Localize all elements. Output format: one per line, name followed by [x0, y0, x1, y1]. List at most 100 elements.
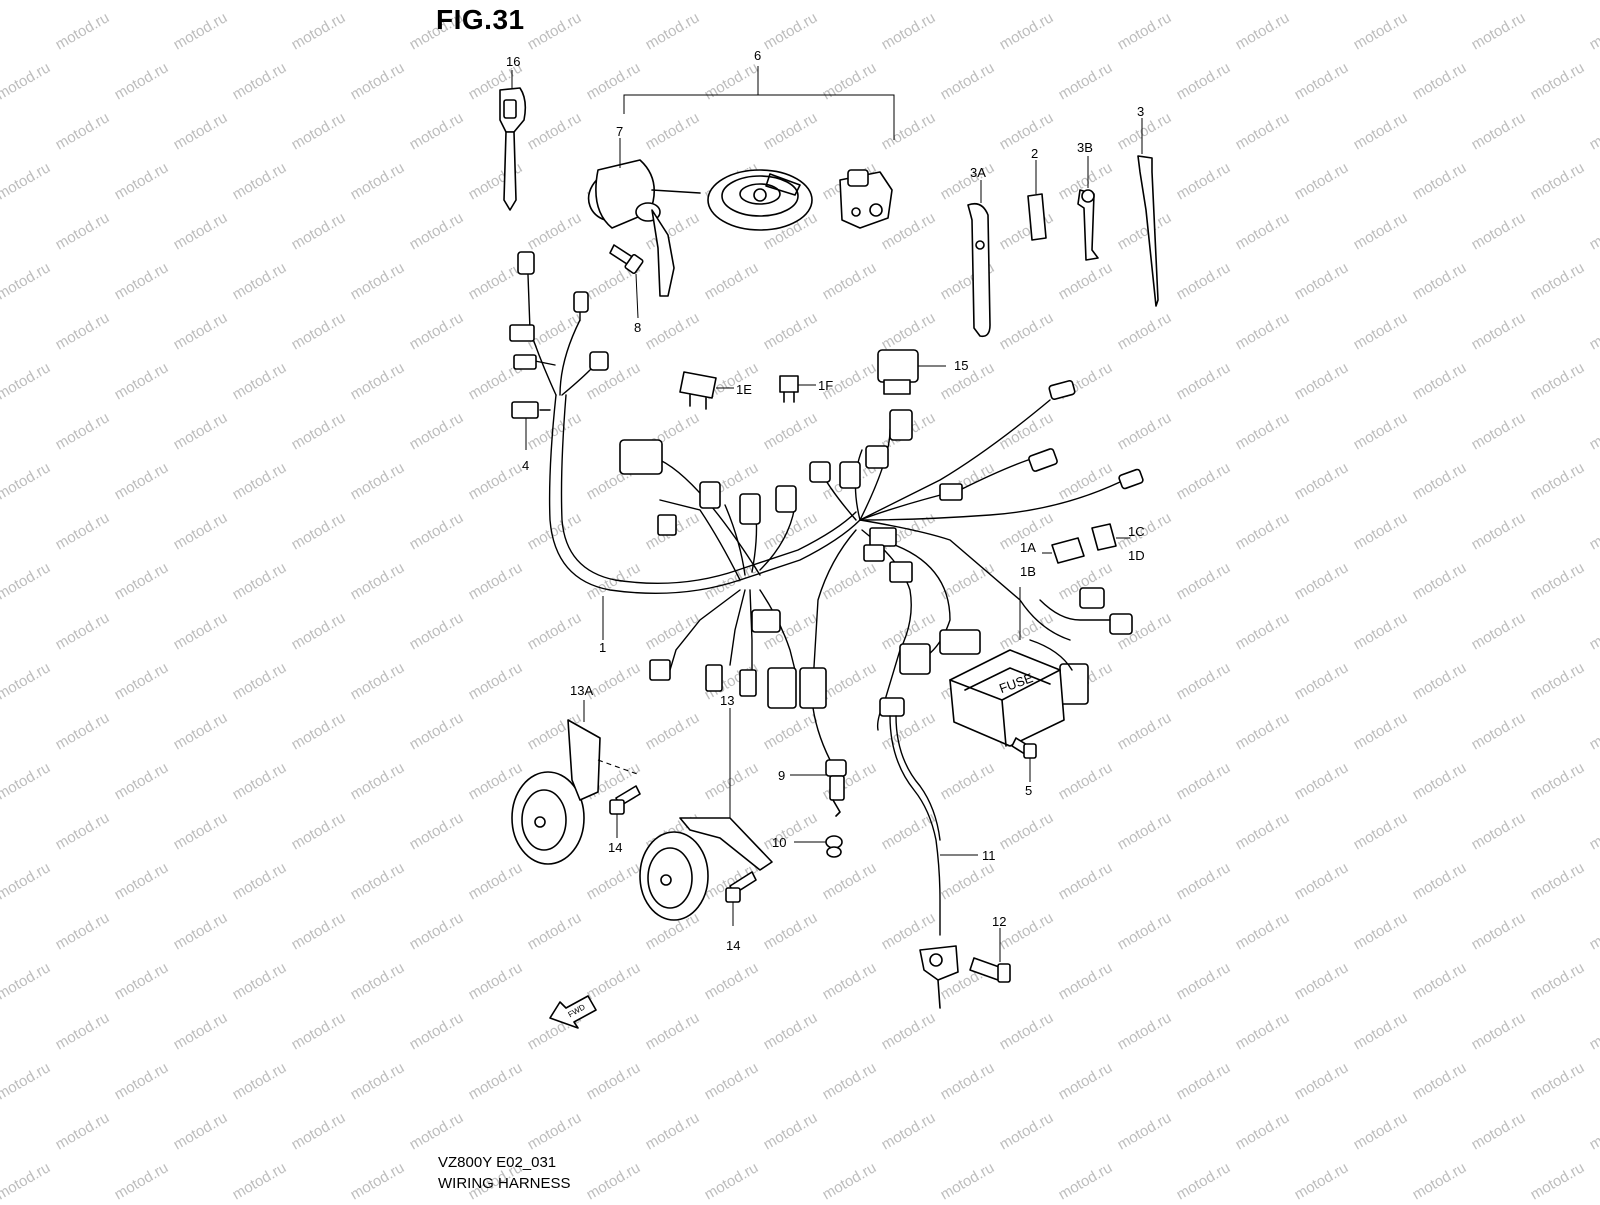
- watermark-text: motod.ru: [584, 559, 644, 603]
- watermark-text: motod.ru: [584, 59, 644, 103]
- watermark-text: motod.ru: [348, 859, 408, 903]
- watermark-text: motod.ru: [1410, 359, 1470, 403]
- watermark-text: motod.ru: [702, 1159, 762, 1200]
- watermark-text: motod.ru: [1292, 259, 1352, 303]
- watermark-text: motod.ru: [1115, 809, 1175, 853]
- watermark-text: motod.ru: [525, 1109, 585, 1153]
- watermark-text: motod.ru: [171, 709, 231, 753]
- watermark-text: motod.ru: [0, 59, 53, 103]
- watermark-text: motod.ru: [171, 309, 231, 353]
- callout-3: 3: [1137, 104, 1144, 119]
- watermark-text: motod.ru: [1233, 809, 1293, 853]
- watermark-text: motod.ru: [466, 659, 526, 703]
- watermark-text: motod.ru: [761, 109, 821, 153]
- watermark-text: motod.ru: [466, 459, 526, 503]
- watermark-text: motod.ru: [997, 109, 1057, 153]
- watermark-text: motod.ru: [407, 709, 467, 753]
- callout-14-b: 14: [726, 938, 740, 953]
- watermark-text: motod.ru: [466, 559, 526, 603]
- watermark-text: motod.ru: [1410, 759, 1470, 803]
- watermark-text: motod.ru: [348, 759, 408, 803]
- watermark-text: motod.ru: [289, 909, 349, 953]
- watermark-text: motod.ru: [112, 659, 172, 703]
- watermark-text: motod.ru: [1115, 309, 1175, 353]
- watermark-text: motod.ru: [0, 259, 53, 303]
- callout-4: 4: [522, 458, 529, 473]
- watermark-text: motod.ru: [1174, 659, 1234, 703]
- watermark-text: motod.ru: [1233, 509, 1293, 553]
- watermark-text: motod.ru: [171, 9, 231, 53]
- watermark-text: motod.ru: [1056, 459, 1116, 503]
- watermark-text: motod.ru: [1233, 9, 1293, 53]
- watermark-text: motod.ru: [1056, 1159, 1116, 1200]
- watermark-text: motod.ru: [230, 859, 290, 903]
- watermark-text: motod.ru: [1351, 209, 1411, 253]
- watermark-text: motod.ru: [879, 1109, 939, 1153]
- watermark-text: motod.ru: [0, 659, 53, 703]
- watermark-text: motod.ru: [289, 109, 349, 153]
- callout-10: 10: [772, 835, 786, 850]
- watermark-text: motod.ru: [1292, 859, 1352, 903]
- watermark-text: motod.ru: [1115, 1009, 1175, 1053]
- watermark-text: motod.ru: [702, 759, 762, 803]
- watermark-text: motod.ru: [1292, 0, 1352, 3]
- watermark-text: motod.ru: [348, 459, 408, 503]
- watermark-text: motod.ru: [1587, 109, 1600, 153]
- watermark-text: motod.ru: [112, 59, 172, 103]
- watermark-text: motod.ru: [1469, 1009, 1529, 1053]
- watermark-text: motod.ru: [289, 9, 349, 53]
- watermark-text: motod.ru: [112, 359, 172, 403]
- watermark-text: motod.ru: [1233, 109, 1293, 153]
- callout-1C: 1C: [1128, 524, 1145, 539]
- watermark-text: motod.ru: [643, 709, 703, 753]
- watermark-text: motod.ru: [820, 59, 880, 103]
- watermark-text: motod.ru: [1528, 0, 1588, 3]
- watermark-text: motod.ru: [112, 559, 172, 603]
- watermark-text: motod.ru: [761, 1009, 821, 1053]
- figure-code: VZ800Y E02_031: [438, 1154, 556, 1171]
- watermark-text: motod.ru: [407, 509, 467, 553]
- watermark-text: motod.ru: [1587, 1109, 1600, 1153]
- watermark-text: motod.ru: [761, 9, 821, 53]
- watermark-text: motod.ru: [1410, 1059, 1470, 1103]
- watermark-text: motod.ru: [584, 1059, 644, 1103]
- watermark-text: motod.ru: [879, 909, 939, 953]
- watermark-text: motod.ru: [407, 309, 467, 353]
- watermark-text: motod.ru: [1528, 159, 1588, 203]
- watermark-text: motod.ru: [112, 159, 172, 203]
- watermark-text: motod.ru: [1351, 509, 1411, 553]
- figure-title: FIG.31: [436, 4, 525, 36]
- watermark-text: motod.ru: [289, 609, 349, 653]
- watermark-text: motod.ru: [820, 859, 880, 903]
- callout-13: 13: [720, 693, 734, 708]
- watermark-text: motod.ru: [1469, 809, 1529, 853]
- watermark-text: motod.ru: [348, 659, 408, 703]
- watermark-text: motod.ru: [112, 759, 172, 803]
- watermark-text: motod.ru: [348, 359, 408, 403]
- watermark-text: motod.ru: [1410, 0, 1470, 3]
- callout-15: 15: [954, 358, 968, 373]
- watermark-text: motod.ru: [53, 409, 113, 453]
- watermark-text: motod.ru: [289, 1109, 349, 1153]
- watermark-text: motod.ru: [1115, 1109, 1175, 1153]
- watermark-text: motod.ru: [997, 209, 1057, 253]
- watermark-text: motod.ru: [1233, 609, 1293, 653]
- watermark-text: motod.ru: [348, 159, 408, 203]
- watermark-text: motod.ru: [997, 809, 1057, 853]
- watermark-text: motod.ru: [171, 909, 231, 953]
- watermark-text: motod.ru: [1233, 1009, 1293, 1053]
- watermark-text: motod.ru: [643, 1009, 703, 1053]
- watermark-text: motod.ru: [1469, 209, 1529, 253]
- watermark-text: motod.ru: [171, 209, 231, 253]
- watermark-text: motod.ru: [938, 859, 998, 903]
- part-9-switch: [790, 760, 846, 816]
- watermark-text: motod.ru: [466, 259, 526, 303]
- watermark-text: motod.ru: [1410, 59, 1470, 103]
- watermark-text: motod.ru: [1351, 1009, 1411, 1053]
- watermark-text: motod.ru: [348, 1159, 408, 1200]
- watermark-text: motod.ru: [230, 59, 290, 103]
- watermark-text: motod.ru: [1233, 709, 1293, 753]
- watermark-text: motod.ru: [1174, 559, 1234, 603]
- watermark-text: motod.ru: [1587, 509, 1600, 553]
- part-3A-clamp: [968, 180, 990, 336]
